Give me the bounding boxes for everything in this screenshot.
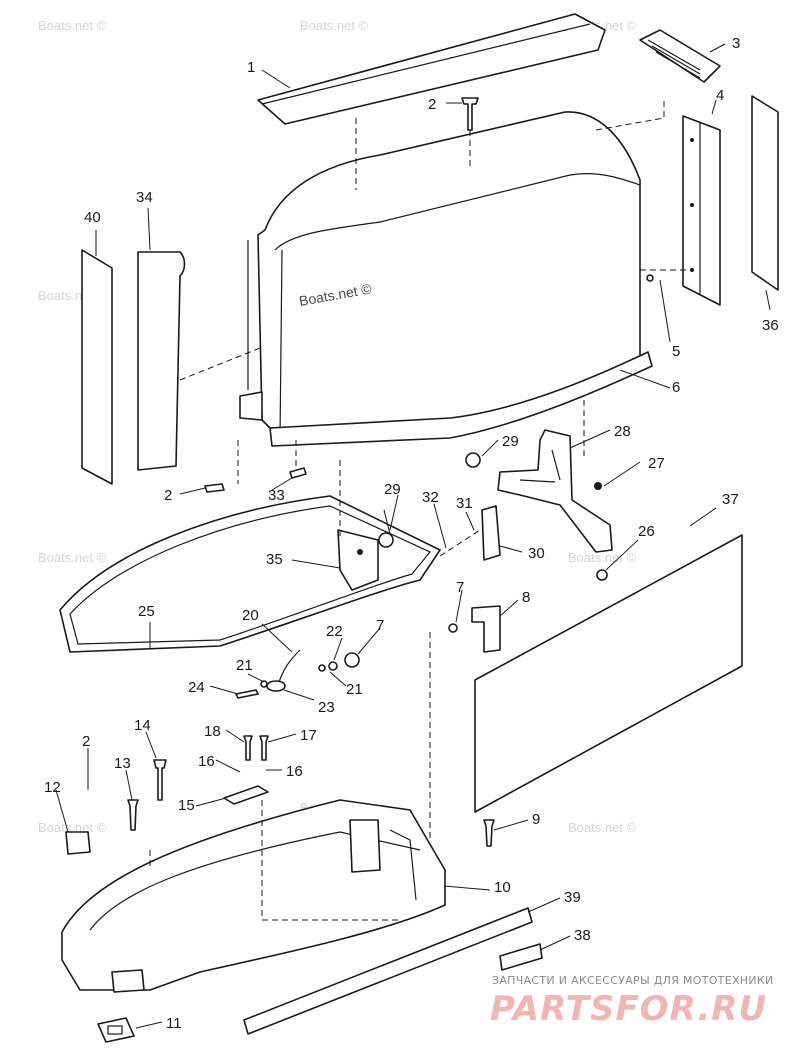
brand-watermark: ЗАПЧАСТИ И АКСЕССУАРЫ ДЛЯ МОТОТЕХНИКИ PA… [490, 974, 774, 1029]
assembly-lines [149, 100, 688, 921]
part-8-latch [471, 605, 501, 653]
watermark-text: Boats.net © [568, 550, 637, 565]
part-39-trim-strip [243, 907, 533, 1035]
callout-26: 26 [638, 523, 655, 540]
part-20-hook [266, 649, 301, 692]
callout-12: 12 [44, 779, 61, 796]
callout-2: 2 [82, 733, 90, 750]
callout-4: 4 [716, 87, 724, 104]
callout-7: 7 [376, 617, 384, 634]
callout-1: 1 [247, 59, 255, 76]
part-4-side-bracket [682, 115, 721, 306]
callout-11: 11 [166, 1015, 182, 1032]
brand-logo: PARTSFOR.RU [490, 989, 767, 1029]
callout-2: 2 [428, 96, 436, 113]
callout-18: 18 [204, 723, 221, 740]
callout-labels: 1 2 3 4 36 5 6 40 34 2 33 29 28 27 29 32… [44, 35, 779, 1032]
callout-9: 9 [532, 811, 540, 828]
part-35-latch-plate [337, 529, 379, 591]
callout-37: 37 [722, 491, 739, 508]
callout-25: 25 [138, 603, 155, 620]
callout-34: 34 [136, 189, 153, 206]
callout-31: 31 [456, 495, 473, 512]
callout-40: 40 [84, 209, 101, 226]
callout-20: 20 [242, 607, 259, 624]
callout-5: 5 [672, 343, 680, 360]
callout-39: 39 [564, 889, 581, 906]
callout-3: 3 [732, 35, 740, 52]
callout-35: 35 [266, 551, 283, 568]
part-1-top-trim [257, 13, 606, 125]
part-34-side-panel [137, 251, 186, 471]
part-10-bottom-cowl [61, 799, 446, 993]
watermark-text: Boats.net © [38, 18, 107, 33]
callout-15: 15 [178, 797, 195, 814]
part-3-vent-grille [639, 29, 721, 83]
callout-32: 32 [422, 489, 439, 506]
callout-24: 24 [188, 679, 205, 696]
brand-subtitle: ЗАПЧАСТИ И АКСЕССУАРЫ ДЛЯ МОТОТЕХНИКИ [492, 974, 774, 987]
part-40-side-panel [81, 249, 113, 485]
callout-2: 2 [164, 487, 172, 504]
part-12-clip [65, 831, 91, 855]
callout-leaders [55, 43, 771, 1029]
callout-13: 13 [114, 755, 131, 772]
part-11-handle [97, 1017, 135, 1043]
callout-6: 6 [672, 379, 680, 396]
callout-28: 28 [614, 423, 631, 440]
callout-10: 10 [494, 879, 511, 896]
hardware-washers [260, 274, 654, 688]
callout-8: 8 [522, 589, 530, 606]
callout-33: 33 [268, 487, 285, 504]
part-38-decal [499, 943, 543, 971]
callout-16: 16 [286, 763, 303, 780]
callout-29: 29 [502, 433, 519, 450]
part-6-top-cowl [239, 111, 653, 447]
callout-21: 21 [346, 681, 363, 698]
callout-36: 36 [762, 317, 779, 334]
callout-16: 16 [198, 753, 215, 770]
callout-21: 21 [236, 657, 253, 674]
callout-30: 30 [528, 545, 545, 562]
hardware-bolts [127, 97, 495, 847]
callout-7: 7 [456, 579, 464, 596]
watermark-text: Boats.net © [568, 820, 637, 835]
part-30-latch [481, 505, 501, 561]
callout-14: 14 [134, 717, 151, 734]
callout-38: 38 [574, 927, 591, 944]
watermark-text: Boats.net © [38, 550, 107, 565]
part-37-large-panel [474, 534, 743, 813]
part-28-mount-bracket [497, 429, 613, 553]
callout-17: 17 [300, 727, 317, 744]
callout-22: 22 [326, 623, 343, 640]
part-36-side-panel [751, 95, 779, 291]
callout-23: 23 [318, 699, 335, 716]
callout-27: 27 [648, 455, 665, 472]
part-15-bracket [223, 785, 269, 805]
watermark-text: Boats.net © [300, 18, 369, 33]
callout-29: 29 [384, 481, 401, 498]
watermark-text: Boats.net © [38, 820, 107, 835]
